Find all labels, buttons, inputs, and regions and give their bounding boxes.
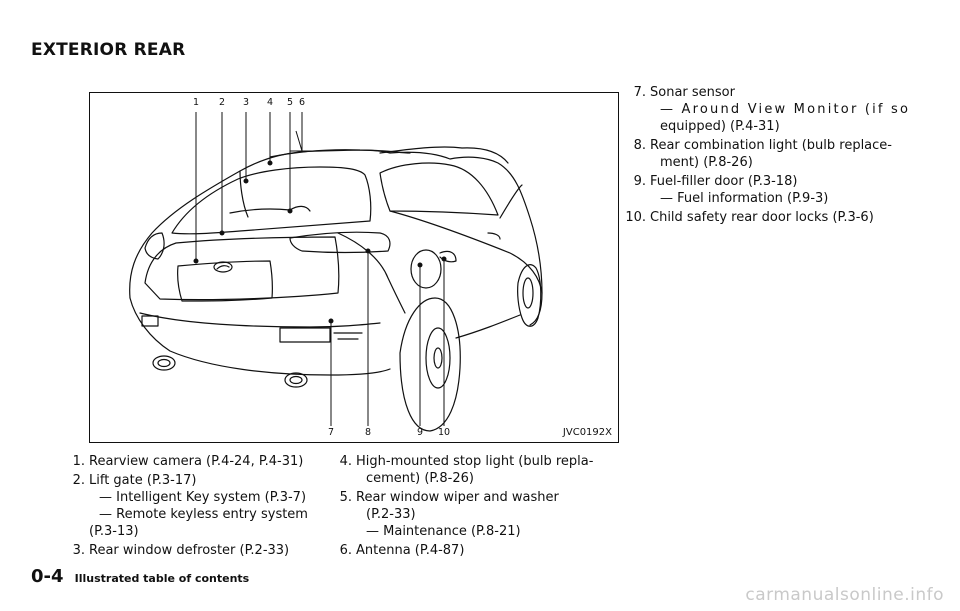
callout-number-7: 7	[327, 427, 335, 438]
callout-number-3: 3	[242, 97, 250, 108]
callout-number-6: 6	[298, 97, 306, 108]
item-list-column-1: 1.Rearview camera (P.4-24, P.4-31) 2.Lif…	[59, 453, 324, 561]
list-item: 5.Rear window wiper and washer (P.2-33) …	[339, 490, 559, 539]
callout-number-4: 4	[266, 97, 274, 108]
list-item: 3.Rear window defroster (P.2-33)	[72, 543, 290, 558]
item-list-column-3: 7.Sonar sensor — Around View Monitor (if…	[620, 84, 920, 228]
list-item: 9.Fuel-filler door (P.3-18) — Fuel infor…	[633, 174, 829, 206]
list-item: 8.Rear combination light (bulb replace- …	[633, 138, 892, 170]
callout-number-1: 1	[192, 97, 200, 108]
section-title: Illustrated table of contents	[74, 572, 250, 585]
car-rear-drawing	[129, 146, 543, 432]
callout-number-10: 10	[437, 427, 451, 438]
list-item: 10.Child safety rear door locks (P.3-6)	[625, 210, 874, 225]
figure-code: JVC0192X	[562, 427, 612, 438]
callout-leader-lines	[193, 112, 447, 426]
callout-number-2: 2	[218, 97, 226, 108]
list-item: 1.Rearview camera (P.4-24, P.4-31)	[72, 454, 304, 469]
item-list-column-2: 4.High-mounted stop light (bulb repla- c…	[326, 453, 626, 561]
watermark: carmanualsonline.info	[745, 585, 944, 605]
vehicle-rear-illustration: 1 2 3 4 5 6 7 8 9 10 JVC0192X	[89, 92, 619, 443]
list-item: 7.Sonar sensor — Around View Monitor (if…	[633, 85, 911, 134]
section-heading: EXTERIOR REAR	[31, 40, 186, 60]
callout-number-8: 8	[364, 427, 372, 438]
callout-number-5: 5	[286, 97, 294, 108]
list-item: 4.High-mounted stop light (bulb repla- c…	[339, 454, 594, 486]
list-item: 6.Antenna (P.4-87)	[339, 543, 465, 558]
page-number: 0-4	[31, 566, 64, 587]
callout-number-9: 9	[416, 427, 424, 438]
page-footer: 0-4 Illustrated table of contents	[31, 566, 249, 587]
list-item: 2.Lift gate (P.3-17) — Intelligent Key s…	[72, 473, 308, 539]
